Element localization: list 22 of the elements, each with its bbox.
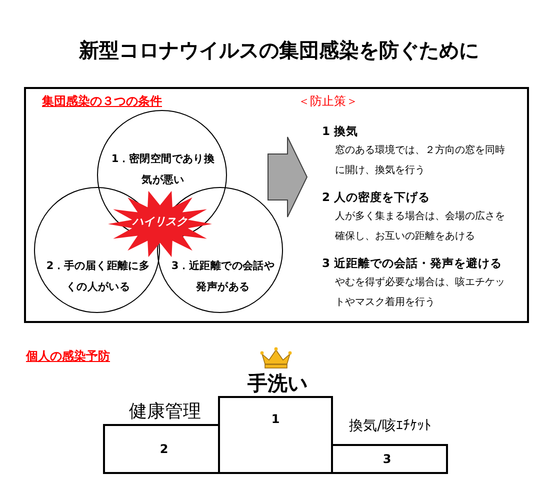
measure-heading: 2 人の密度を下げる [322, 190, 432, 205]
step-number: 1 [270, 412, 281, 428]
section-heading: 集団感染の３つの条件 [42, 94, 162, 110]
step-number: 3 [382, 452, 392, 468]
section-heading: 個人の感染予防 [26, 349, 110, 365]
section-heading: ＜防止策＞ [298, 94, 358, 110]
step-caption: 健康管理 [128, 400, 202, 424]
measure-description: 窓のある環境では、２方向の窓を同時に開け、換気を行う [335, 144, 506, 178]
measure-heading: 3 近距離での会話・発声を避ける [322, 256, 504, 271]
high-risk-starburst [108, 190, 212, 258]
condition-text: 1．密閉空間であり換気が悪い [110, 152, 216, 188]
title: 新型コロナウイルスの集団感染を防ぐために [78, 37, 480, 63]
condition-text: 2．手の届く距離に多くの人がいる [45, 259, 151, 295]
measure-heading: 1 換気 [322, 124, 360, 139]
step-caption: 手洗い [246, 370, 308, 396]
condition-text: 3．近距離での会話や発声がある [170, 259, 276, 295]
measure-description: 人が多く集まる場合は、会場の広さを確保し、お互いの距離をあける [335, 210, 506, 244]
starburst-text: ハイリスク [131, 215, 188, 230]
measure-description: やむを得ず必要な場合は、咳エチケットやマスク着用を行う [335, 276, 506, 310]
step-number: 2 [158, 442, 170, 458]
step-caption: 換気/咳ｴﾁｹｯﾄ [348, 417, 432, 436]
block-arrow [268, 136, 308, 218]
